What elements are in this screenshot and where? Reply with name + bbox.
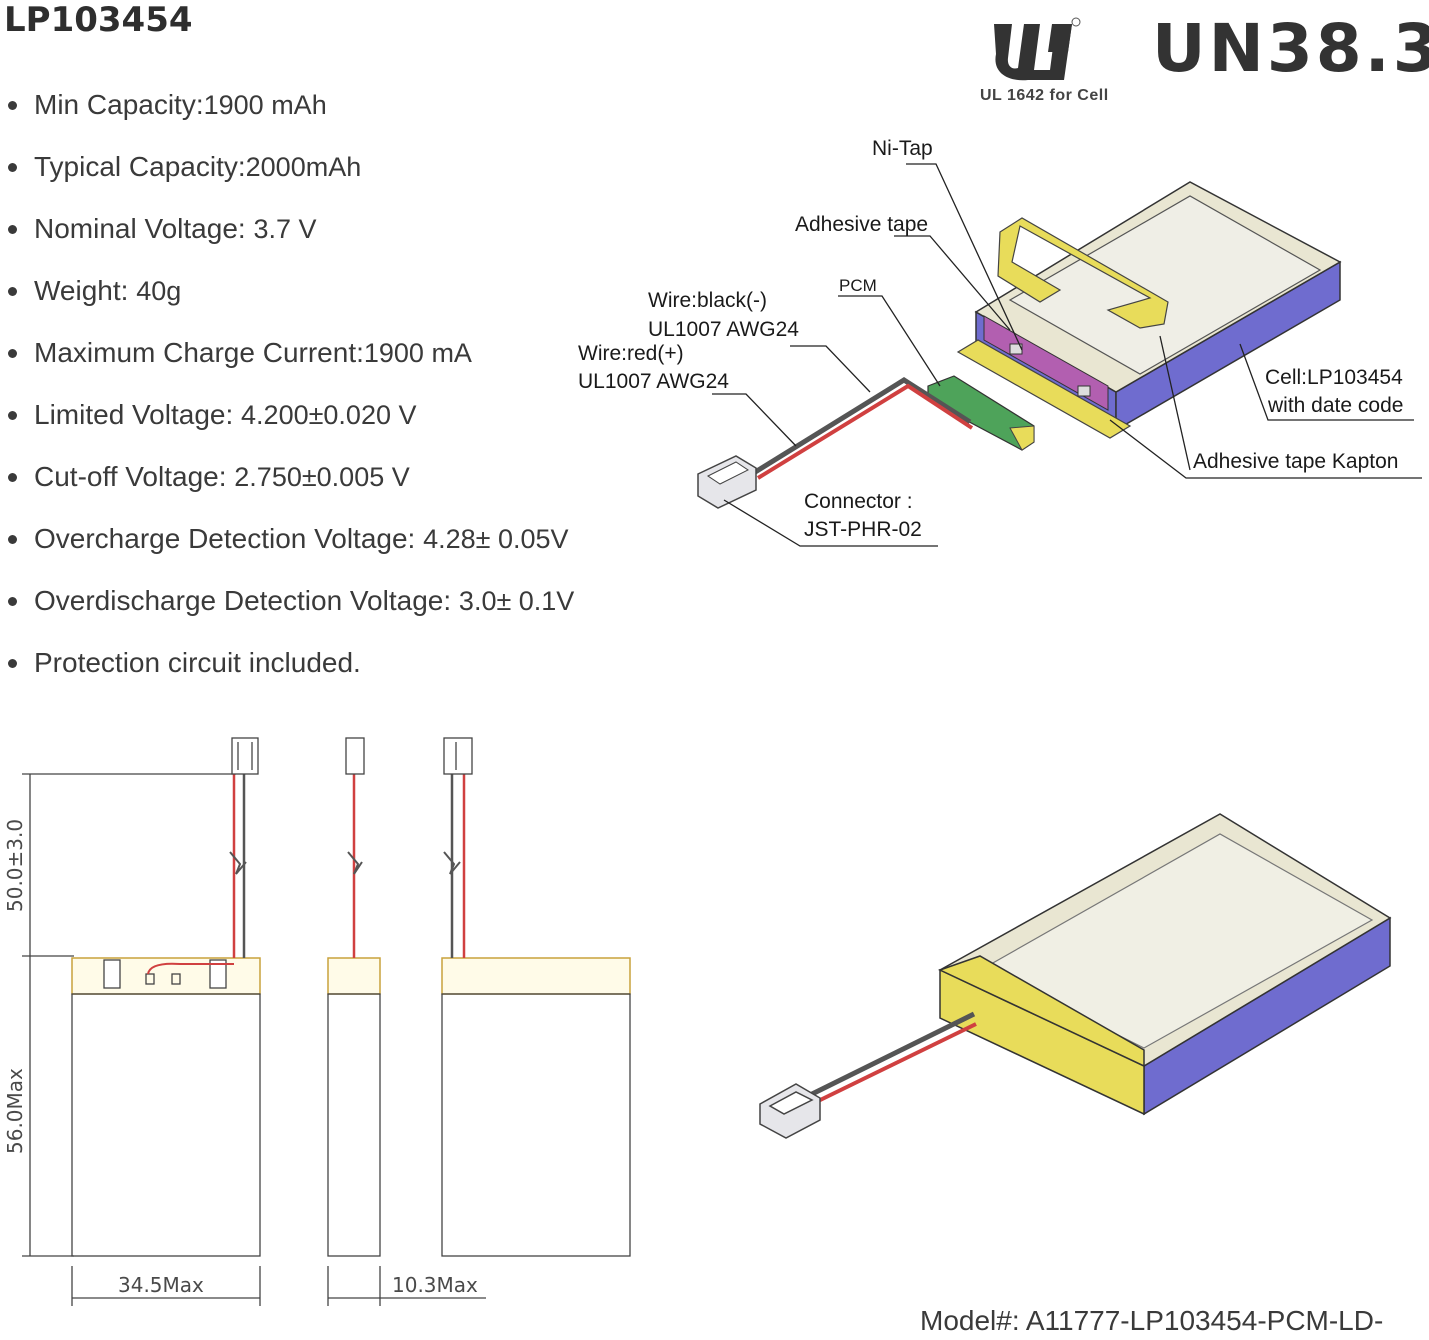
label-date-code: with date code	[1268, 394, 1404, 417]
label-wire-red: Wire:red(+)	[578, 342, 684, 365]
label-connector: Connector :	[804, 490, 913, 513]
label-ni-tap: Ni-Tap	[872, 137, 933, 160]
dim-wire-length: 50.0±3.0	[3, 819, 27, 912]
spec-item: Min Capacity:1900 mAh	[4, 84, 574, 146]
spec-item: Nominal Voltage: 3.7 V	[4, 208, 574, 270]
ul-caption: UL 1642 for Cell	[980, 87, 1109, 104]
model-number: Model#: A11777-LP103454-PCM-LD-	[920, 1305, 1384, 1336]
spec-item: Overcharge Detection Voltage: 4.28± 0.05…	[4, 518, 574, 580]
un383-mark: UN38.3	[1152, 10, 1429, 87]
spec-item: Overdischarge Detection Voltage: 3.0± 0.…	[4, 580, 574, 642]
label-connector-model: JST-PHR-02	[804, 518, 922, 541]
spec-item: Cut-off Voltage: 2.750±0.005 V	[4, 456, 574, 518]
spec-item: Weight: 40g	[4, 270, 574, 332]
label-wire-black-spec: UL1007 AWG24	[648, 318, 799, 341]
label-pcm: PCM	[839, 276, 877, 295]
label-wire-red-spec: UL1007 AWG24	[578, 370, 729, 393]
product-title: LP103454	[4, 0, 193, 40]
spec-item: Maximum Charge Current:1900 mA	[4, 332, 574, 394]
label-adhesive-tape: Adhesive tape	[795, 213, 929, 236]
label-kapton: Adhesive tape Kapton	[1193, 450, 1399, 473]
label-wire-black: Wire:black(-)	[648, 289, 767, 312]
spec-list: Min Capacity:1900 mAh Typical Capacity:2…	[4, 84, 574, 704]
label-cell: Cell:LP103454	[1265, 366, 1403, 389]
spec-item: Typical Capacity:2000mAh	[4, 146, 574, 208]
dim-width: 34.5Max	[118, 1273, 204, 1297]
dim-thickness: 10.3Max	[392, 1273, 478, 1297]
dim-height: 56.0Max	[3, 1068, 27, 1154]
spec-item: Limited Voltage: 4.200±0.020 V	[4, 394, 574, 456]
spec-item: Protection circuit included.	[4, 642, 574, 704]
